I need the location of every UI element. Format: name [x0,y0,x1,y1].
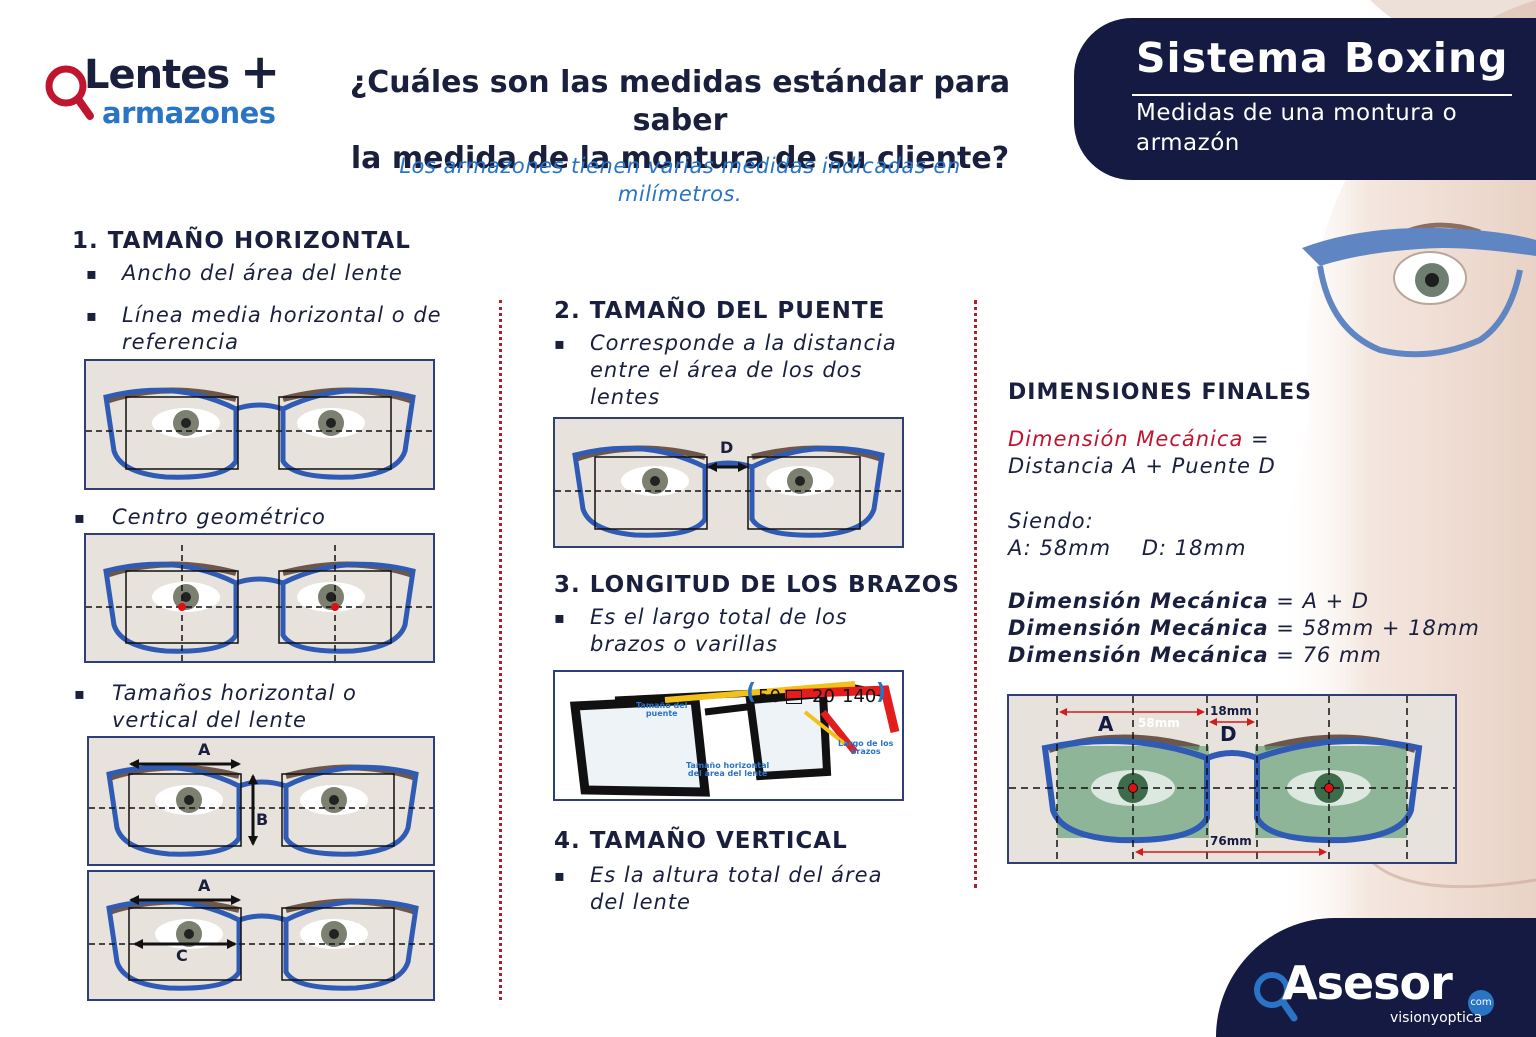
frame-spec-box-icon [786,690,802,704]
section1-bullet-4: ▪ Tamaños horizontal o vertical del lent… [74,681,357,732]
magnifier-icon [45,65,94,120]
section4-bullet-1: ▪ Es la altura total del área del lente [554,863,883,914]
bullet-mark: ▪ [86,306,98,325]
label-c: C [176,946,188,965]
asesor-brand-name: Asesor [1282,956,1453,1010]
section1-bullet-3: ▪ Centro geométrico [74,505,326,529]
bullet-mark: ▪ [554,866,566,885]
section4-heading: 4. TAMAÑO VERTICAL [554,828,848,854]
final-label-76mm: 76mm [1210,834,1252,848]
bullet-mark: ▪ [74,684,86,703]
final-label-a: A [1098,712,1114,736]
final-dimensions-heading: DIMENSIONES FINALES [1008,380,1313,405]
frame-spec-close: ) [876,680,887,705]
final-definition: Dimensión Mecánica = Distancia A + Puent… [1008,427,1276,478]
section1-bullet-1: ▪ Ancho del área del lente [86,261,403,285]
asesor-magnifier-icon [1254,972,1298,1022]
label-b: B [256,810,269,829]
section1-heading: 1. TAMAÑO HORIZONTAL [72,228,411,254]
bullet-mark: ▪ [86,264,98,283]
asesor-com-badge: com [1468,990,1494,1016]
frame-spec-lens: 50 [758,686,781,707]
eyes-photo-final-dimensions [1007,694,1457,864]
bullet-mark: ▪ [554,608,566,627]
sistema-boxing-rule [1132,94,1512,96]
final-label-18mm: 18mm [1210,704,1252,718]
eyes-photo-a-c [87,870,435,1001]
final-label-d: D [1220,722,1237,746]
label-a-2: A [198,876,211,895]
section2-heading: 2. TAMAÑO DEL PUENTE [554,298,886,324]
column-divider-2 [974,300,977,888]
sistema-boxing-subtitle: Medidas de una montura o armazón [1136,100,1458,156]
frame-spec-bridge: 20 [812,686,835,707]
final-equations: Dimensión Mecánica = A + D Dimensión Mec… [1008,589,1480,667]
section2-bullet-1: ▪ Corresponde a la distancia entre el ár… [554,331,897,409]
section3-heading: 3. LONGITUD DE LOS BRAZOS [554,572,960,598]
page-title: ¿Cuáles son las medidas estándar para sa… [349,65,1011,176]
column-divider-1 [499,300,502,1000]
logo-armazones-text: armazones [102,96,276,130]
section3-bullet-1: ▪ Es el largo total de los brazos o vari… [554,605,848,656]
bullet-mark: ▪ [554,334,566,353]
page-subtitle: Los armazones tienen varias medidas indi… [399,154,961,206]
sistema-boxing-card [1074,18,1536,180]
frame-product-photo [553,670,904,801]
frame-spec-temple: 140 [842,686,877,707]
label-temple-length: Largo de los brazos [838,739,894,756]
sistema-boxing-title: Sistema Boxing [1136,34,1509,82]
label-d: D [720,438,734,457]
eyes-photo-bridge-d [553,417,904,548]
label-bridge-size: Tamaño del puente [636,701,688,718]
frame-spec-open: ( [746,680,757,705]
lentes-armazones-logo: Lentes + armazones [44,44,284,140]
final-given-values: Siendo: A: 58mm D: 18mm [1008,509,1247,560]
final-label-58mm: 58mm [1138,716,1180,730]
eyes-photo-a-b [87,736,435,866]
logo-lentes-text: Lentes [84,52,230,98]
asesor-brand-sub: visionyoptica [1390,1010,1483,1026]
section1-bullet-2: ▪ Línea media horizontal o de referencia [86,303,442,354]
label-horizontal-size: Tamaño horizontal del área del lente [686,761,770,778]
logo-plus-text: + [240,44,281,100]
eyes-photo-horizontal-line [84,359,435,490]
label-a: A [198,740,211,759]
bullet-mark: ▪ [74,508,86,527]
eyes-photo-geometric-center [84,533,435,663]
